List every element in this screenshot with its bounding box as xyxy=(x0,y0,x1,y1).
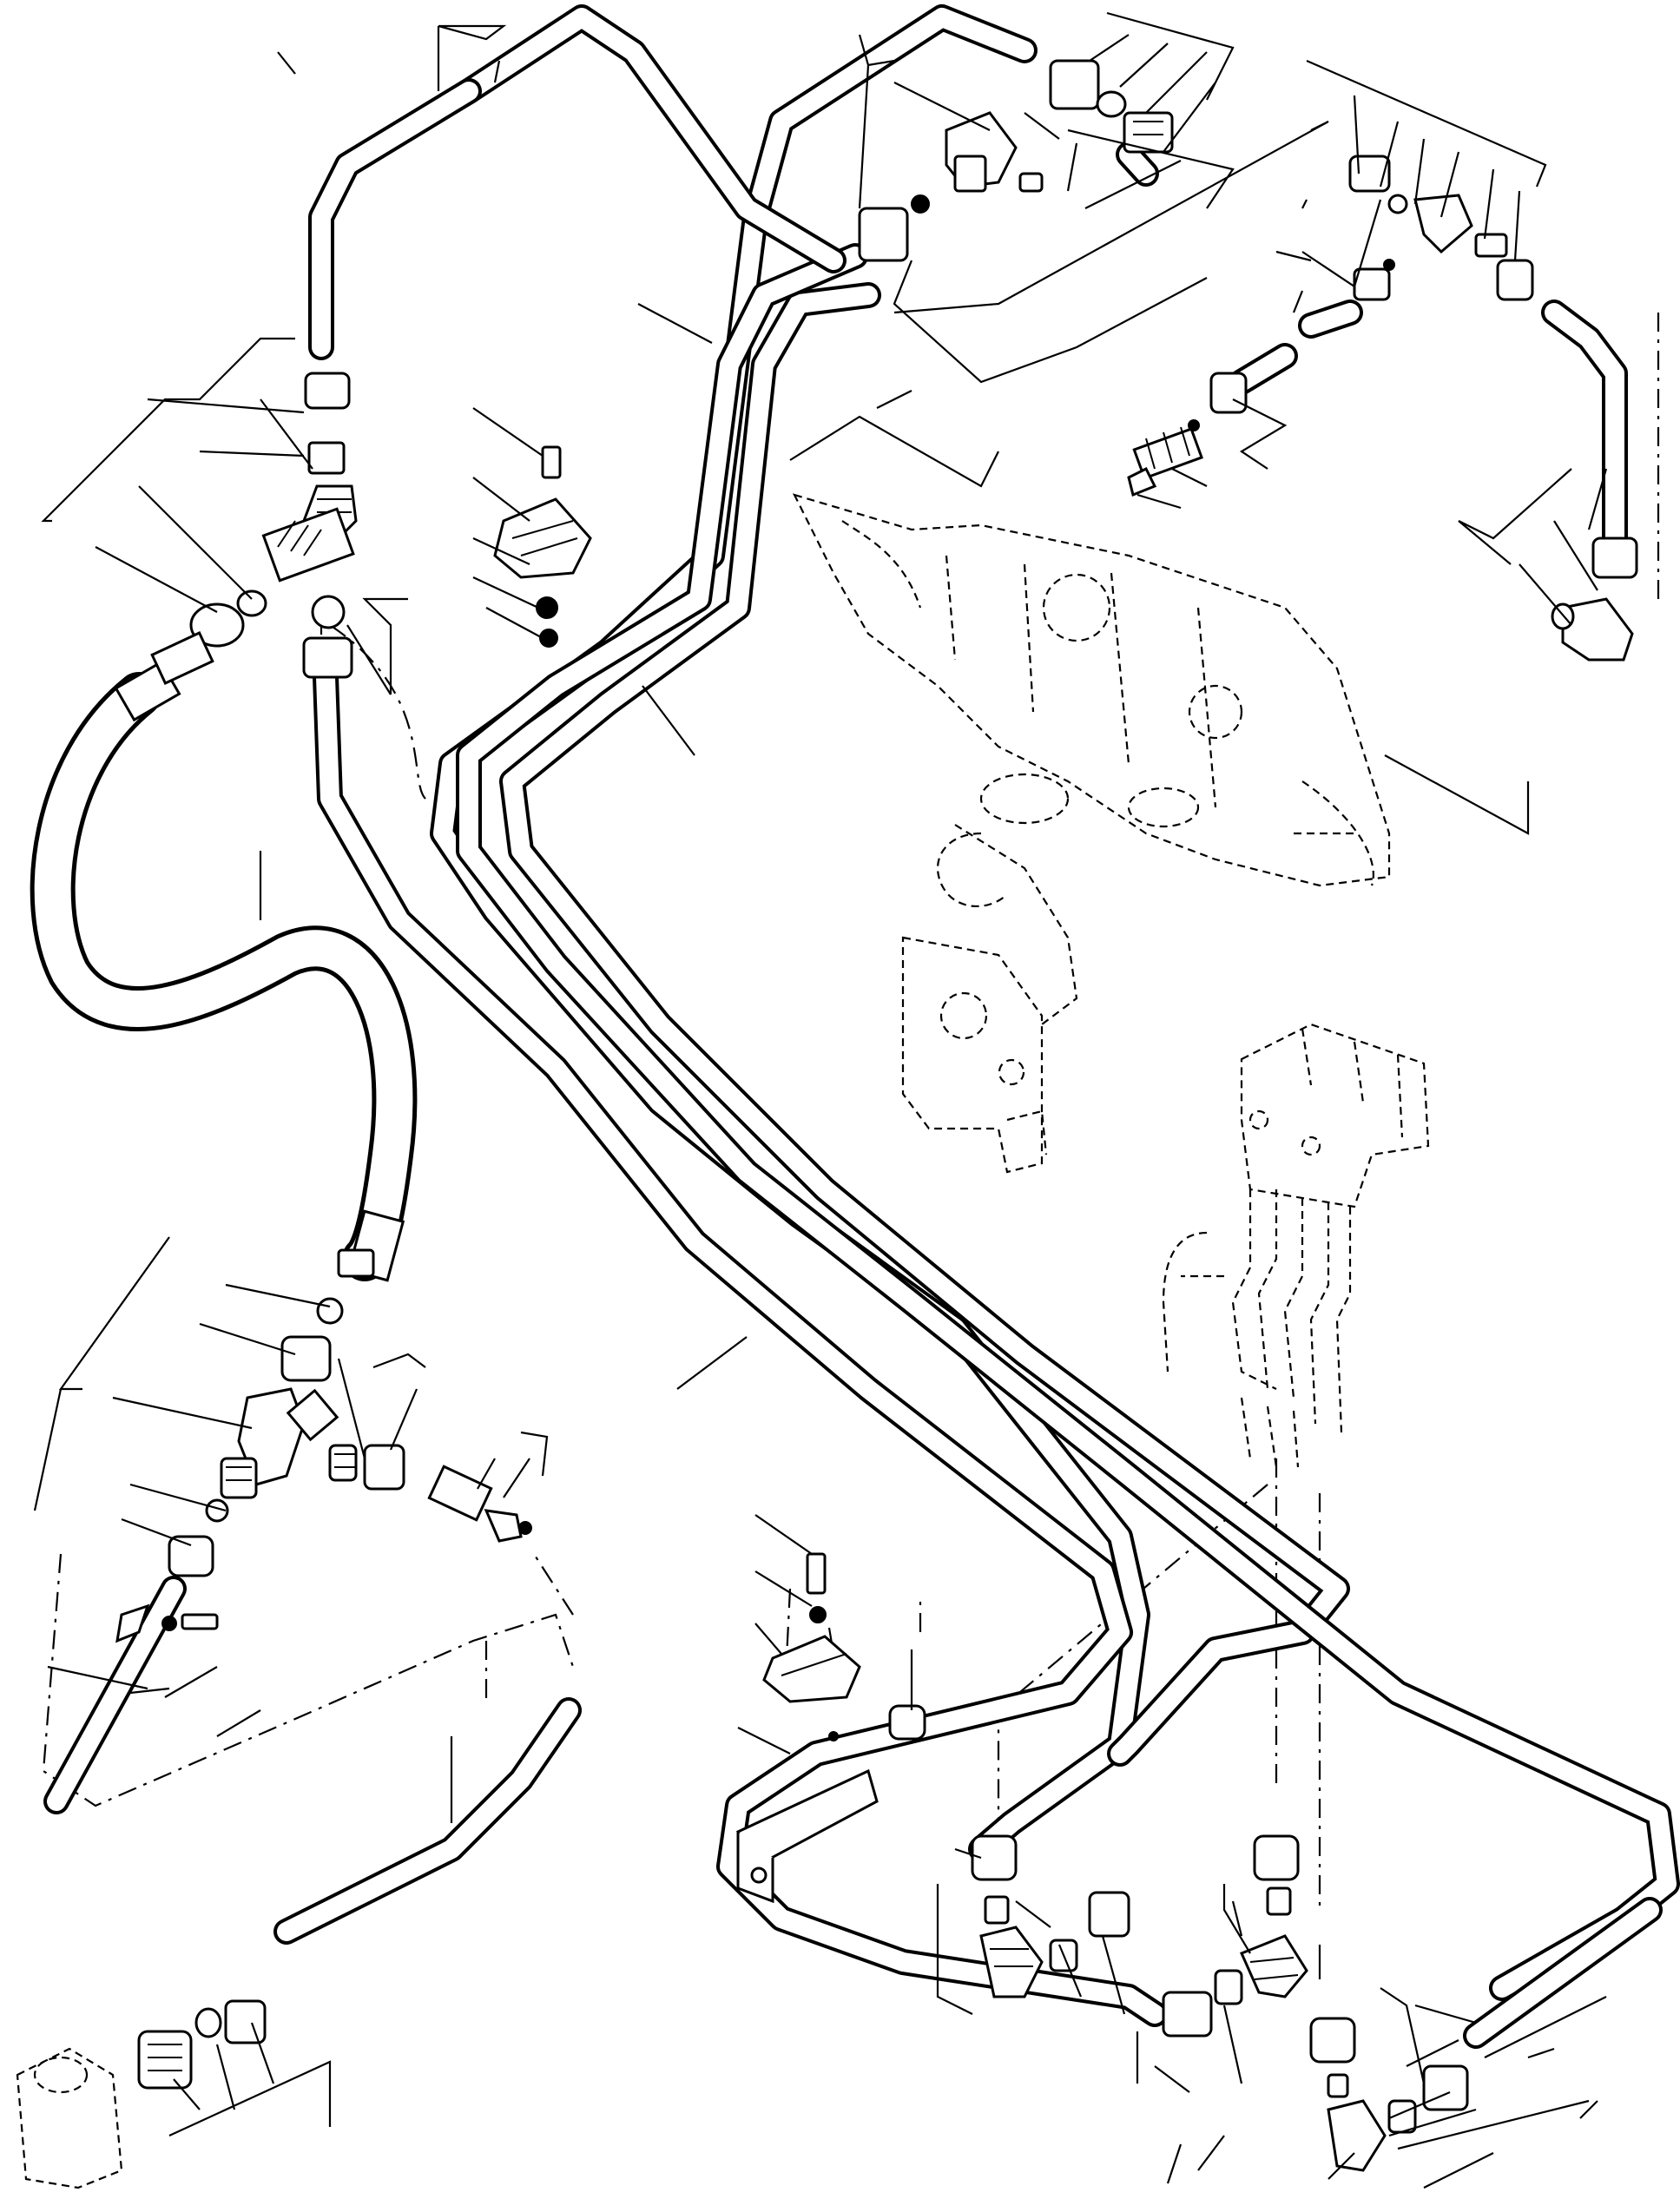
left-lower-clip xyxy=(115,1603,219,1643)
assembly-centerlines xyxy=(42,199,1660,1910)
callout-leaders xyxy=(33,11,1608,2189)
upper-right-tee-fitting xyxy=(1127,155,1638,662)
rigid-tube-bottom xyxy=(273,1697,582,1945)
loader-valve-block-outline xyxy=(1162,1023,1430,1468)
bottom-left-valve-outline xyxy=(16,1999,267,2189)
upper-clamp-assembly xyxy=(493,445,592,648)
middle-left-tee-fitting xyxy=(168,1248,532,1577)
center-bracket-assembly xyxy=(735,1552,926,1904)
lower-center-fittings xyxy=(971,1834,1469,2172)
control-valve-body-outline xyxy=(792,493,1391,1174)
top-center-tee-fitting xyxy=(858,59,1174,262)
flexible-hose xyxy=(30,660,418,1282)
upper-left-tee-fitting xyxy=(150,372,358,685)
rigid-tube-group xyxy=(43,4,1680,2049)
